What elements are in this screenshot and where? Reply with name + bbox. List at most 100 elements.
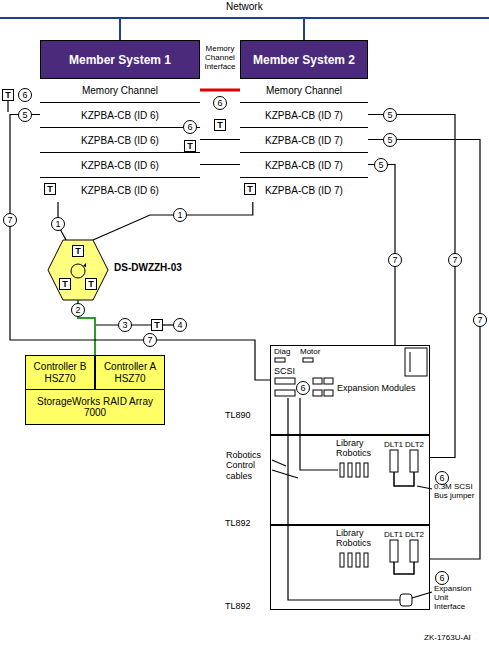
robotics-port: [356, 553, 360, 567]
robotics-port: [340, 463, 344, 477]
robotics-port: [348, 463, 352, 477]
dlt-port: [390, 450, 398, 472]
hub-bus-symbol: [71, 264, 85, 278]
adapter-row: KZPBA-CB (ID 7): [240, 177, 368, 202]
callout-number: 5: [383, 108, 397, 122]
leader-line: [412, 592, 432, 598]
terminator: T: [72, 245, 84, 257]
scsi-jumper: [394, 562, 414, 574]
callout-number: 7: [473, 313, 487, 327]
motor-led: [303, 358, 313, 362]
robotics-port: [364, 553, 368, 567]
text-label: ZK-1763U-AI: [424, 633, 471, 642]
adapter-label: Memory Channel: [266, 85, 342, 96]
scsi-cable: [10, 115, 270, 381]
adapter-label: KZPBA-CB (ID 6): [81, 185, 159, 196]
terminator: T: [244, 183, 256, 195]
hub-bus-symbol: [83, 263, 86, 267]
hub-label: DS-DWZZH-03: [114, 262, 182, 273]
adapter-row: Memory Channel: [240, 78, 368, 102]
adapter-label: Memory Channel: [82, 85, 158, 96]
callout-number: 2: [71, 303, 85, 317]
text-label: Diag: [274, 347, 290, 356]
expansion-connector: [324, 378, 333, 384]
dlt-port: [390, 540, 398, 562]
text-label: Network: [226, 1, 263, 13]
text-label: Expansion Unit Interface: [434, 584, 480, 612]
robotics-port: [364, 463, 368, 477]
leader-line: [272, 470, 298, 478]
terminator: T: [151, 319, 163, 331]
adapter-label: KZPBA-CB (ID 6): [81, 160, 159, 171]
text-label: Robotics Control cables: [226, 450, 270, 481]
text-label: Expansion Modules: [337, 383, 416, 393]
callout-number: 7: [448, 253, 462, 267]
text-label: DLT2: [405, 440, 424, 449]
expansion-connector: [313, 378, 322, 384]
adapter-label: KZPBA-CB (ID 7): [265, 110, 343, 121]
robotics-port: [340, 553, 344, 567]
text-label: DLT2: [405, 530, 424, 539]
raid-array-box: StorageWorks RAID Array 7000Controller B…: [25, 355, 165, 425]
terminator: T: [184, 140, 196, 152]
diag-led: [275, 358, 285, 362]
leader-line: [272, 460, 286, 466]
terminator: T: [44, 183, 56, 195]
scsi-cable: [368, 115, 455, 458]
text-label: DLT1: [384, 440, 403, 449]
callout-number: 5: [374, 158, 388, 172]
callout-number: 5: [383, 133, 397, 147]
text-label: Motor: [300, 347, 320, 356]
robotics-cable: [300, 398, 338, 470]
scsi-jumper: [394, 472, 414, 486]
callout-number: 7: [143, 333, 157, 347]
tape-drive-bay: [410, 352, 411, 372]
adapter-row: KZPBA-CB (ID 7): [240, 127, 368, 152]
member-system-box: Member System 2 Memory ChannelKZPBA-CB (I…: [240, 40, 368, 202]
member-system-title: Member System 2: [241, 41, 367, 78]
scsi-cable: [200, 164, 240, 165]
library-label: TL892: [225, 518, 251, 528]
callout-number: 1: [173, 208, 187, 222]
leader-line: [163, 324, 173, 325]
terminator: T: [214, 119, 226, 131]
callout-number: 1: [51, 217, 65, 231]
callout-number: 6: [213, 96, 227, 110]
dlt-port: [410, 450, 418, 472]
array-label: StorageWorks RAID Array 7000: [26, 390, 164, 424]
expansion-connector: [324, 390, 333, 396]
adapter-row: KZPBA-CB (ID 6): [40, 152, 200, 177]
robotics-cable: [288, 398, 400, 600]
network-drop: [119, 18, 121, 40]
adapter-label: KZPBA-CB (ID 6): [81, 110, 159, 121]
adapter-label: KZPBA-CB (ID 6): [81, 135, 159, 146]
scsi-cable: [93, 202, 253, 240]
expansion-unit-connector: [400, 594, 412, 606]
network-line: [0, 17, 489, 19]
scsi-cable: [368, 140, 480, 560]
terminator: T: [85, 278, 97, 290]
text-label: Library Robotics: [336, 528, 382, 549]
member-system-title: Member System 1: [41, 41, 199, 78]
callout-number: 4: [173, 318, 187, 332]
adapter-row: KZPBA-CB (ID 6): [40, 127, 200, 152]
controller-box: Controller A HSZ70: [95, 355, 165, 390]
callout-number: 7: [388, 253, 402, 267]
adapter-label: KZPBA-CB (ID 7): [265, 185, 343, 196]
robotics-port: [348, 553, 352, 567]
scsi-connector: [275, 390, 295, 396]
callout-number: 5: [18, 108, 32, 122]
text-label: Memory Channel Interface: [200, 44, 240, 72]
library-label: TL892: [225, 601, 251, 611]
text-label: SCSI: [274, 366, 295, 376]
terminator: T: [59, 278, 71, 290]
dlt-port: [410, 540, 418, 562]
callout-number: 6: [296, 381, 310, 395]
terminator-stub: [7, 101, 8, 112]
adapter-row: Memory Channel: [40, 78, 200, 102]
controller-label: Controller A HSZ70: [96, 361, 164, 384]
callout-number: 6: [18, 88, 32, 102]
tape-drive-bay: [405, 348, 427, 376]
hub-outline: [48, 240, 108, 300]
expansion-connector: [313, 390, 322, 396]
